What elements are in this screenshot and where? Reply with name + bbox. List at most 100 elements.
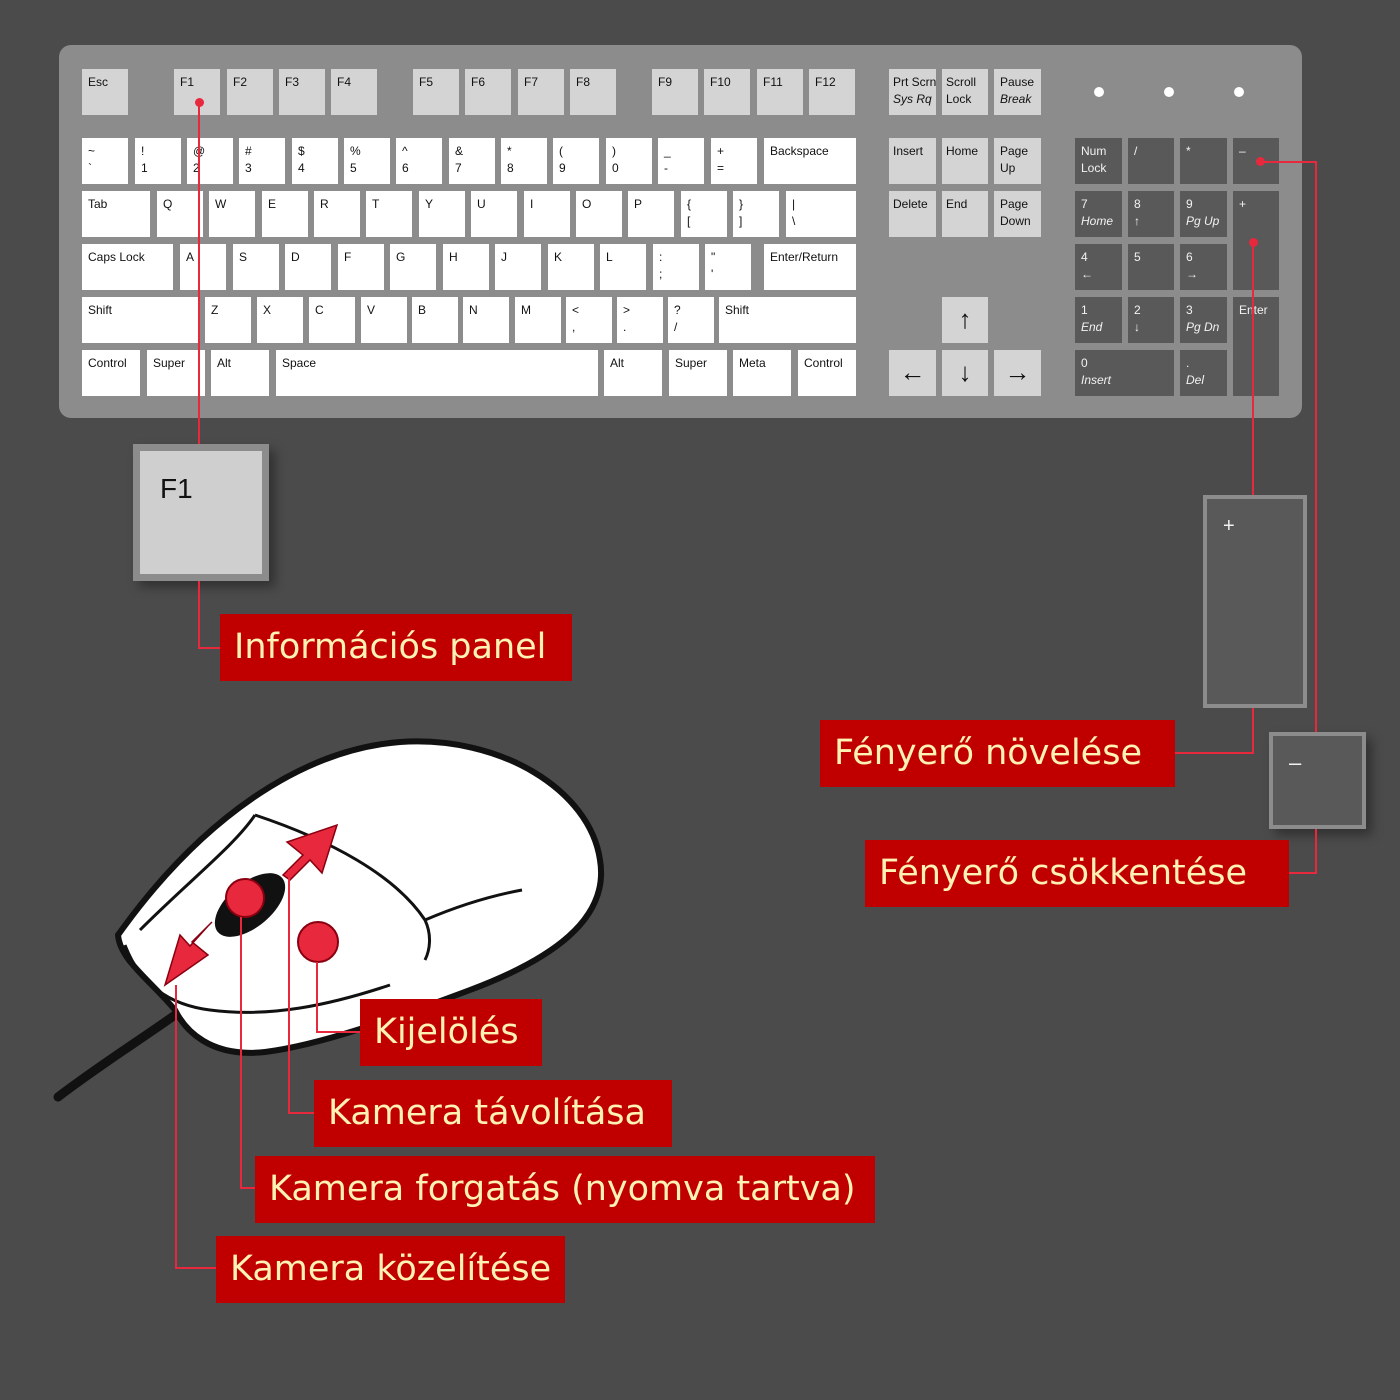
- key-numpad-5: 5: [1128, 244, 1174, 290]
- key-d: D: [285, 244, 331, 290]
- key-period: >.: [617, 297, 663, 343]
- key-right-super: Super: [669, 350, 727, 396]
- key-f9: F9: [652, 69, 698, 115]
- key-numpad-multiply: *: [1180, 138, 1227, 184]
- key-u: U: [471, 191, 517, 237]
- key-y: Y: [419, 191, 465, 237]
- key-o: O: [576, 191, 622, 237]
- key-arrow-left: ←: [889, 350, 936, 396]
- numpad-plus-key-zoom-label: +: [1223, 515, 1235, 537]
- key-i: I: [524, 191, 570, 237]
- key-enter-return: Enter/Return: [764, 244, 856, 290]
- key-numpad-6: 6→: [1180, 244, 1227, 290]
- camera-away-connector-line: [288, 870, 314, 1114]
- key-f2: F2: [227, 69, 273, 115]
- key-semicolon: :;: [653, 244, 699, 290]
- key-f5: F5: [413, 69, 459, 115]
- info-panel-label: Információs panel: [220, 614, 572, 681]
- brightness-down-label: Fényerő csökkentése: [865, 840, 1289, 907]
- key-b: B: [412, 297, 458, 343]
- key-comma: <,: [566, 297, 612, 343]
- key-c: C: [309, 297, 355, 343]
- key-q: Q: [157, 191, 203, 237]
- camera-zoom-in-connector-line: [175, 985, 216, 1269]
- key-j: J: [495, 244, 541, 290]
- camera-rotate-label: Kamera forgatás (nyomva tartva): [255, 1156, 875, 1223]
- key-6: ^6: [396, 138, 442, 184]
- key-f10: F10: [704, 69, 750, 115]
- key-f: F: [338, 244, 384, 290]
- key-end: End: [942, 191, 988, 237]
- key-tilde: ~`: [82, 138, 128, 184]
- key-left-super: Super: [147, 350, 205, 396]
- key-right-alt: Alt: [604, 350, 662, 396]
- key-right-control: Control: [798, 350, 856, 396]
- key-4: $4: [292, 138, 338, 184]
- key-delete: Delete: [889, 191, 936, 237]
- mouse-left-button-edge: [138, 814, 257, 932]
- plus-label-connector-line: [1252, 708, 1254, 754]
- key-numpad-decimal: .Del: [1180, 350, 1227, 396]
- key-f8: F8: [570, 69, 616, 115]
- f1-connector-line: [198, 103, 200, 444]
- key-space: Space: [276, 350, 598, 396]
- key-numpad-8: 8↑: [1128, 191, 1174, 237]
- key-backspace: Backspace: [764, 138, 856, 184]
- key-9: (9: [553, 138, 599, 184]
- key-slash: ?/: [668, 297, 714, 343]
- brightness-up-label: Fényerő növelése: [820, 720, 1175, 787]
- middle-button-dot: [225, 878, 265, 918]
- key-r: R: [314, 191, 360, 237]
- key-left-alt: Alt: [211, 350, 269, 396]
- camera-zoom-in-label: Kamera közelítése: [216, 1236, 565, 1303]
- key-t: T: [366, 191, 412, 237]
- key-page-up: Page Up: [994, 138, 1041, 184]
- key-arrow-down: ↓: [942, 350, 988, 396]
- caps-lock-led: [1164, 87, 1174, 97]
- key-f12: F12: [809, 69, 855, 115]
- mouse-right-button-edge: [424, 888, 523, 922]
- minus-connector-line: [1315, 161, 1317, 732]
- minus-connector-line-h: [1261, 161, 1317, 163]
- info-panel-connector-line: [198, 581, 200, 649]
- key-2: @2: [187, 138, 233, 184]
- key-f11: F11: [757, 69, 803, 115]
- key-f7: F7: [518, 69, 564, 115]
- minus-label-connector-line: [1315, 829, 1317, 874]
- key-f6: F6: [465, 69, 511, 115]
- key-left-shift: Shift: [82, 297, 198, 343]
- minus-label-connector-line-h: [1289, 872, 1317, 874]
- key-left-brace: {[: [681, 191, 727, 237]
- mouse-button-split: [254, 813, 431, 961]
- key-x: X: [257, 297, 303, 343]
- key-w: W: [209, 191, 255, 237]
- numpad-plus-key-zoom: +: [1203, 495, 1307, 708]
- mouse-body: [114, 738, 605, 1056]
- key-z: Z: [205, 297, 251, 343]
- mouse-body-contour: [123, 944, 391, 1014]
- f1-key-zoom-label: F1: [140, 451, 262, 574]
- camera-away-label: Kamera távolítása: [314, 1080, 672, 1147]
- key-p: P: [628, 191, 674, 237]
- key-8: *8: [501, 138, 547, 184]
- minus-connector-dot: [1256, 157, 1265, 166]
- plus-connector-line: [1252, 242, 1254, 495]
- f1-connector-dot: [195, 98, 204, 107]
- right-button-dot: [297, 921, 339, 963]
- key-0: )0: [606, 138, 652, 184]
- key-quote: "': [705, 244, 751, 290]
- key-minus: _-: [658, 138, 704, 184]
- key-meta: Meta: [733, 350, 791, 396]
- key-s: S: [233, 244, 279, 290]
- numpad-minus-key-zoom-label: –: [1289, 750, 1302, 775]
- key-3: #3: [239, 138, 285, 184]
- key-1: !1: [135, 138, 181, 184]
- key-page-down: Page Down: [994, 191, 1041, 237]
- key-h: H: [443, 244, 489, 290]
- key-numpad-2: 2↓: [1128, 297, 1174, 343]
